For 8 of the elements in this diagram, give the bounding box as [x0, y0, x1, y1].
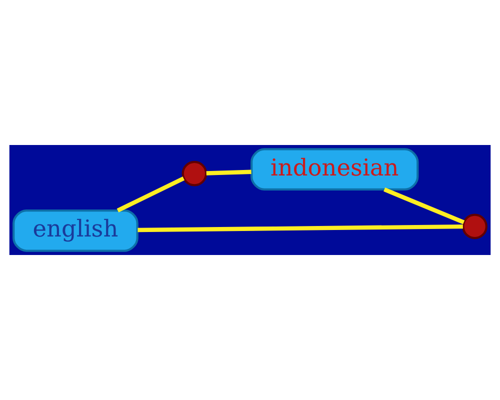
node-box: indonesian [250, 148, 419, 190]
node-circle [182, 160, 208, 186]
node-box: english [12, 210, 138, 252]
connector [206, 170, 252, 176]
node-circle [462, 214, 488, 240]
connector [116, 176, 185, 212]
connector [138, 224, 463, 232]
connector [384, 188, 465, 224]
